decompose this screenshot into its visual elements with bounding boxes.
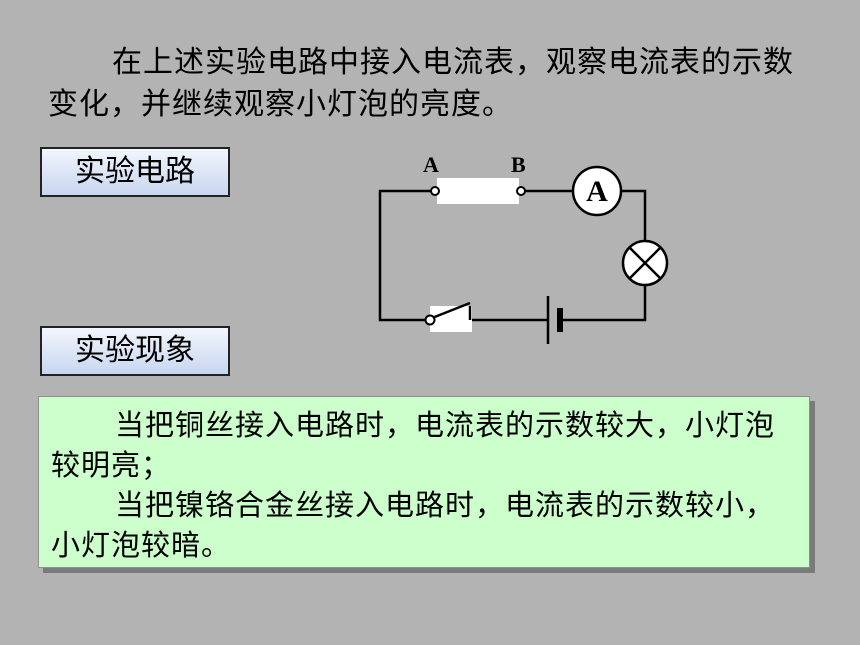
- experiment-circuit-label: 实验电路: [40, 147, 230, 197]
- circuit-diagram: A B A: [378, 152, 669, 344]
- result-nichrome: 当把镍铬合金丝接入电路时，电流表的示数较小，小灯泡较暗。: [51, 488, 776, 562]
- label-point-b: B: [511, 152, 526, 177]
- battery-icon: [546, 296, 563, 344]
- wire-right-lower: [561, 285, 647, 322]
- phenomenon-result-box: 当把铜丝接入电路时，电流表的示数较大，小灯泡较明亮； 当把镍铬合金丝接入电路时，…: [38, 396, 810, 568]
- terminal-b: [516, 186, 526, 196]
- intro-paragraph: 在上述实验电路中接入电流表，观察电流表的示数变化，并继续观察小灯泡的亮度。: [48, 45, 794, 122]
- lamp-icon: [621, 239, 669, 287]
- result-copper: 当把铜丝接入电路时，电流表的示数较大，小灯泡较明亮；: [51, 408, 776, 482]
- terminal-a: [430, 186, 440, 196]
- ammeter-label: A: [586, 175, 608, 208]
- wire-sample-holder: [437, 178, 519, 204]
- ammeter-icon: A: [571, 165, 623, 217]
- experiment-phenomenon-label: 实验现象: [40, 326, 230, 376]
- wire-left: [378, 189, 433, 322]
- switch-icon: [424, 301, 472, 332]
- wire-right: [620, 189, 647, 241]
- label-point-a: A: [423, 152, 439, 177]
